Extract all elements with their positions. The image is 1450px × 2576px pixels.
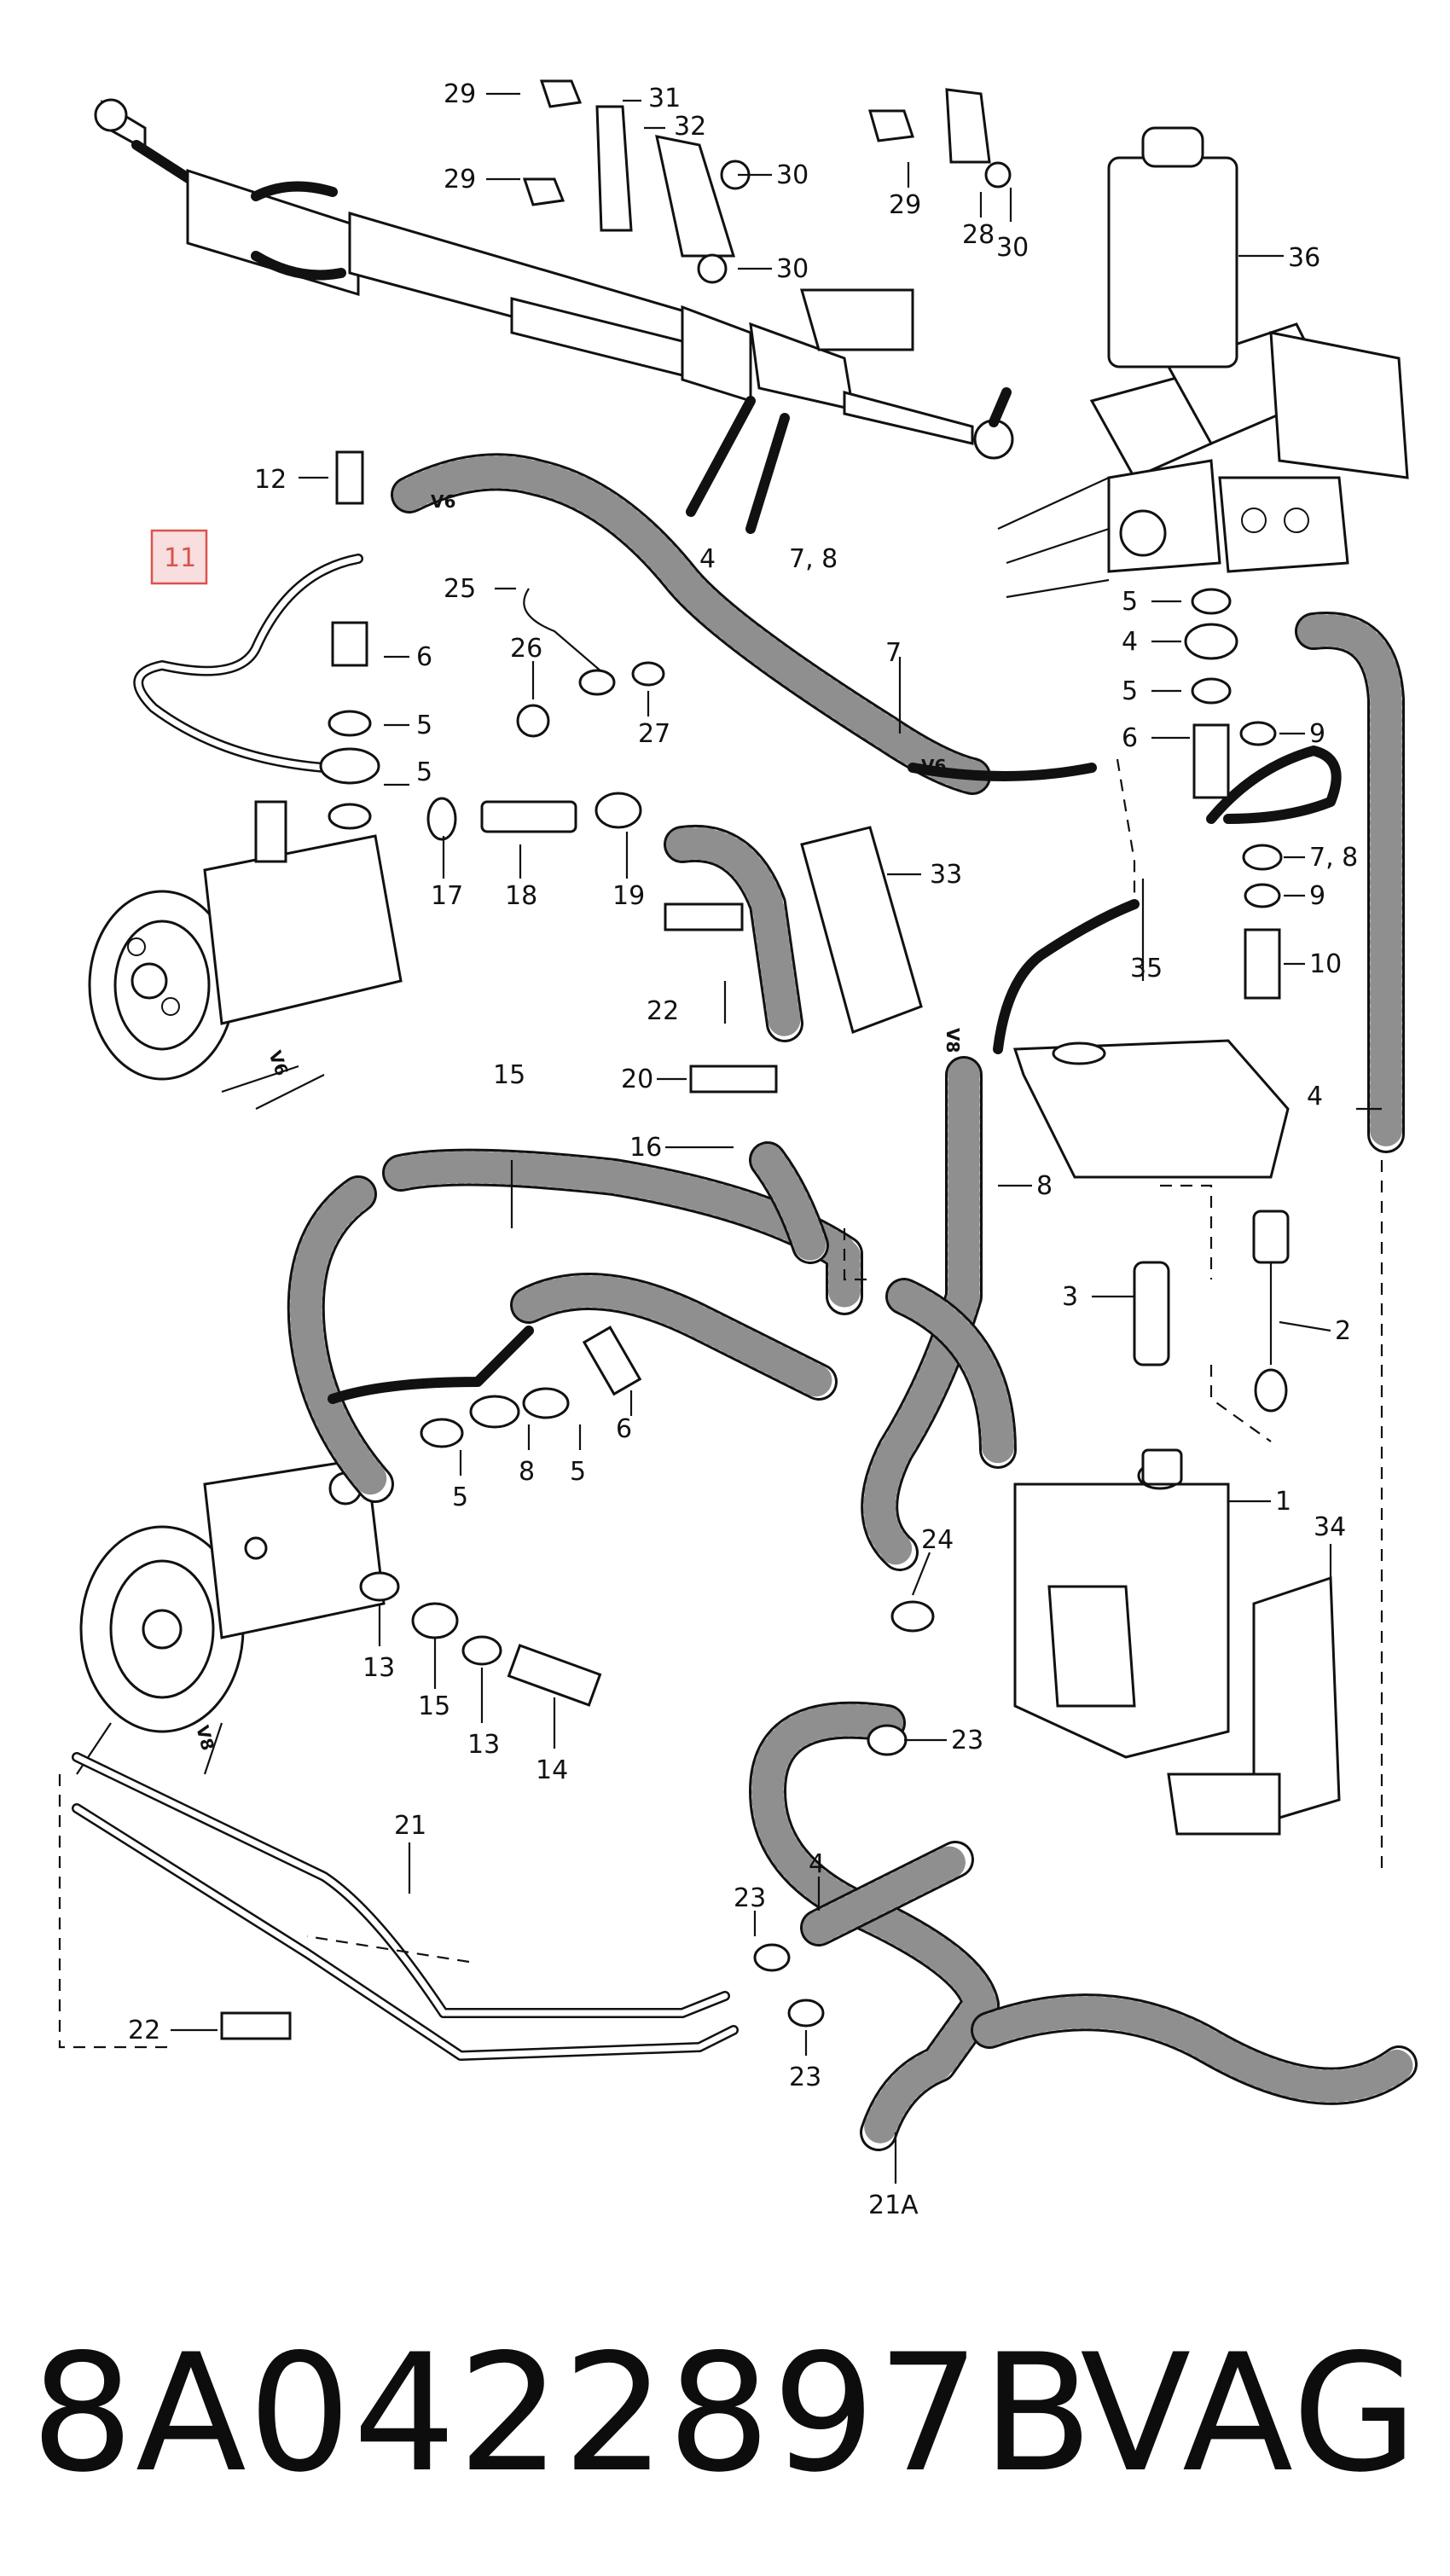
callout-78-a: 7, 8 xyxy=(789,544,838,574)
return-hose-lower-right xyxy=(971,1993,1418,2105)
reservoir-cover-35 xyxy=(1012,1039,1290,1179)
callout-33: 33 xyxy=(930,860,962,890)
callout-30-a: 30 xyxy=(776,160,809,190)
callout-22-b: 22 xyxy=(128,2016,160,2045)
pipe-7-8-right xyxy=(1206,746,1342,824)
callout-5-f: 5 xyxy=(452,1482,468,1512)
footer: 8A0422897B VAG xyxy=(0,2303,1450,2525)
callout-10: 10 xyxy=(1309,949,1342,979)
callout-4-c: 4 xyxy=(1307,1082,1323,1111)
callout-5-c: 5 xyxy=(1122,587,1138,617)
callout-5-e: 5 xyxy=(570,1457,586,1487)
hose-15 xyxy=(287,1148,863,1503)
callout-18: 18 xyxy=(505,881,537,911)
callout-1: 1 xyxy=(1275,1487,1291,1517)
callout-16: 16 xyxy=(629,1133,662,1163)
callout-30-c: 30 xyxy=(996,233,1029,263)
callout-29-b: 29 xyxy=(444,165,476,194)
hose-marking-v8: V8 xyxy=(942,1028,963,1053)
callout-20: 20 xyxy=(621,1065,653,1094)
callout-19: 19 xyxy=(612,881,645,911)
callout-28: 28 xyxy=(962,220,995,250)
callout-5-d: 5 xyxy=(1122,676,1138,706)
callout-12: 12 xyxy=(254,465,287,495)
hose-marking-v6-return: V6 xyxy=(921,756,946,776)
callout-30-b: 30 xyxy=(776,254,809,284)
cooling-pipe-21 xyxy=(72,1752,739,2061)
callout-23-a: 23 xyxy=(951,1726,983,1755)
callout-15-b: 15 xyxy=(418,1691,450,1721)
callout-2: 2 xyxy=(1335,1316,1351,1346)
fluid-container-36 xyxy=(1107,126,1284,368)
callout-14: 14 xyxy=(536,1755,568,1785)
callout-21: 21 xyxy=(394,1811,426,1841)
callout-34: 34 xyxy=(1314,1512,1346,1542)
callout-17: 17 xyxy=(431,881,463,911)
callout-13-a: 13 xyxy=(362,1653,395,1683)
callout-36: 36 xyxy=(1288,243,1320,273)
callout-35: 35 xyxy=(1130,954,1163,983)
pressure-pipe-7-8 xyxy=(908,763,1140,1054)
callout-15-a: 15 xyxy=(493,1060,525,1090)
callout-3: 3 xyxy=(1062,1282,1078,1312)
hose-upper-left-15 xyxy=(510,1273,838,1401)
hose-16 xyxy=(749,1141,829,1264)
callout-26: 26 xyxy=(510,634,542,664)
callout-labels: 31 32 29 29 30 30 29 28 30 36 11 12 6 5 … xyxy=(128,79,1358,2218)
return-hose-7 xyxy=(391,453,991,795)
pipe-15-upper xyxy=(328,1326,534,1404)
callout-7: 7 xyxy=(885,638,902,668)
callout-78-b: 7, 8 xyxy=(1309,843,1358,873)
hose-marking-v6-pump: V6 xyxy=(264,1048,293,1079)
power-steering-pump-upper xyxy=(88,800,403,1110)
callout-6-a: 6 xyxy=(416,642,432,672)
callout-4-b: 4 xyxy=(1122,627,1138,657)
brand-label: VAG xyxy=(1080,2319,1419,2508)
steering-rack xyxy=(94,98,1014,534)
callout-9-b: 9 xyxy=(1309,881,1325,911)
callout-6-b: 6 xyxy=(1122,723,1138,753)
rack-valve-body-detail xyxy=(997,322,1409,599)
power-steering-pump-lower xyxy=(76,1457,386,1775)
callout-27: 27 xyxy=(638,719,670,749)
callout-25: 25 xyxy=(444,574,476,604)
callout-9-a: 9 xyxy=(1309,719,1325,749)
callout-31: 31 xyxy=(648,84,681,113)
callout-8-b: 8 xyxy=(519,1457,535,1487)
callout-leader-lines xyxy=(171,92,1382,2184)
callout-4-a: 4 xyxy=(699,544,716,574)
callout-29-a: 29 xyxy=(444,79,476,109)
callout-8-a: 8 xyxy=(1036,1171,1053,1201)
callout-11: 11 xyxy=(164,543,196,573)
callout-32: 32 xyxy=(674,112,706,142)
callout-29-c: 29 xyxy=(889,190,921,220)
assembly-guide-lines xyxy=(58,758,1383,2049)
fluid-reservoir xyxy=(1013,1448,1271,1759)
pressure-pipe-11 xyxy=(133,554,363,773)
callout-4-d: 4 xyxy=(809,1849,825,1879)
hose-marking-v8-lower: V8 xyxy=(192,1723,218,1753)
hose-8-lower xyxy=(885,1278,1017,1469)
callout-5-b: 5 xyxy=(416,757,432,787)
callout-21A: 21A xyxy=(868,2190,919,2218)
power-steering-exploded-diagram: V6 V6 V6 V8 V8 31 32 29 29 30 30 29 28 3… xyxy=(58,79,1418,2218)
callout-11-highlight-box xyxy=(150,529,208,585)
part-number-label: 8A0422897B xyxy=(31,2319,1095,2508)
callout-5-a: 5 xyxy=(416,711,432,740)
rack-mounting-hardware xyxy=(522,79,1012,284)
reservoir-bracket-34 xyxy=(1167,1544,1341,1836)
hose-marking-v6-upper: V6 xyxy=(431,491,455,512)
small-hardware xyxy=(220,450,1290,2040)
callout-13-b: 13 xyxy=(467,1730,500,1760)
callout-23-b: 23 xyxy=(734,1883,766,1913)
callout-24: 24 xyxy=(921,1525,954,1555)
pressure-hose-4-right xyxy=(1295,612,1405,1153)
callout-23-c: 23 xyxy=(789,2063,821,2092)
hose-4-lower xyxy=(800,1841,974,1947)
callout-22-a: 22 xyxy=(647,996,679,1026)
hose-16-19 xyxy=(664,824,803,1042)
callout-6-c: 6 xyxy=(616,1414,632,1444)
